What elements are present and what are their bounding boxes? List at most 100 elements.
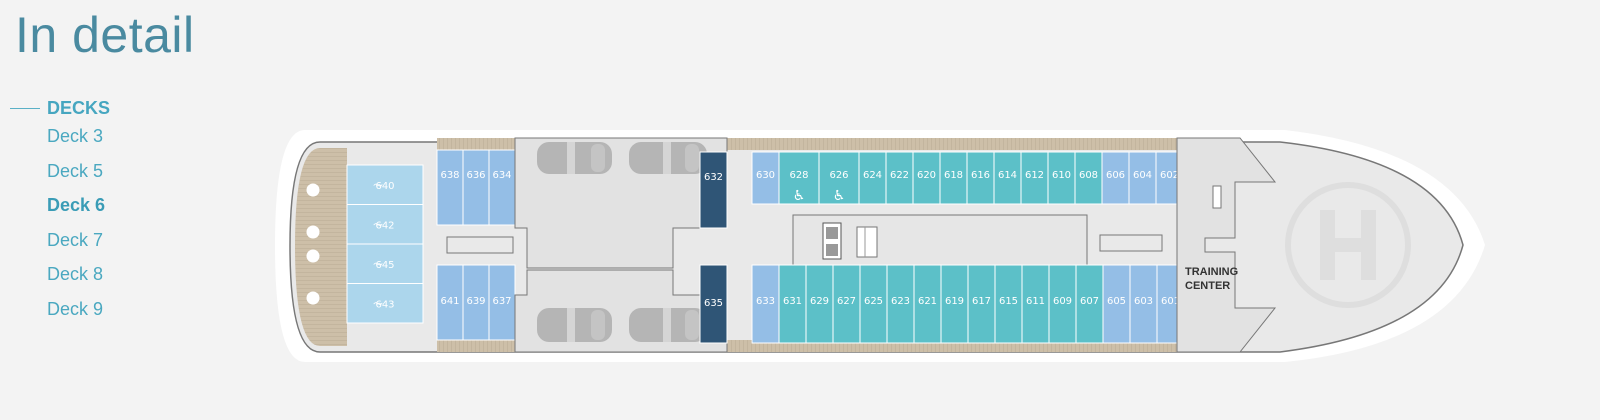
cabin-643[interactable] <box>346 283 424 324</box>
cabin-645-label: 645 <box>375 260 394 271</box>
cabin-609[interactable] <box>1048 264 1077 344</box>
cabin-637-label: 637 <box>492 296 511 307</box>
decks-header: DECKS <box>10 96 110 120</box>
promenade-bottom-aft <box>437 340 515 352</box>
cabin-616-label: 616 <box>971 170 990 181</box>
cabin-636[interactable] <box>462 149 490 226</box>
cabin-625-label: 625 <box>864 296 883 307</box>
cabin-615[interactable] <box>994 264 1023 344</box>
cabin-611-label: 611 <box>1026 296 1045 307</box>
cabin-642[interactable] <box>346 204 424 245</box>
cabin-621[interactable] <box>913 264 942 344</box>
cabin-603-label: 603 <box>1134 296 1153 307</box>
cabin-603[interactable] <box>1129 264 1158 344</box>
training-center-label-2: CENTER <box>1185 280 1230 292</box>
cabin-616[interactable] <box>966 151 995 205</box>
deck-7-link[interactable]: Deck 7 <box>47 229 104 250</box>
cabin-609-label: 609 <box>1053 296 1072 307</box>
wheelchair-icon: ♿ <box>793 188 806 204</box>
cabin-639-label: 639 <box>466 296 485 307</box>
promenade-top-aft <box>437 138 515 150</box>
deck-8-link[interactable]: Deck 8 <box>47 264 104 284</box>
forward-area <box>1176 137 1277 353</box>
page-title: In detail <box>15 7 195 63</box>
cabin-632[interactable] <box>699 151 728 229</box>
cabin-640-label: 640 <box>375 181 394 192</box>
cabin-628-label: 628 <box>789 170 808 181</box>
cabin-634-label: 634 <box>492 170 511 181</box>
aft-bollard-3 <box>306 249 320 263</box>
cabin-622-label: 622 <box>890 170 909 181</box>
cabin-604-label: 604 <box>1133 170 1152 181</box>
cabin-633-label: 633 <box>756 296 775 307</box>
aft-bollard-1 <box>306 183 320 197</box>
cabin-623[interactable] <box>886 264 915 344</box>
tender-vehicle-2 <box>629 142 707 174</box>
cabin-635-label: 635 <box>704 298 723 309</box>
cabin-604[interactable] <box>1128 151 1157 205</box>
cabin-642-label: 642 <box>375 221 394 232</box>
cabin-620-label: 620 <box>917 170 936 181</box>
cabin-630-label: 630 <box>756 170 775 181</box>
aft-corridor-deco <box>446 236 514 254</box>
aft-bollard-4 <box>306 291 320 305</box>
cabin-614[interactable] <box>993 151 1022 205</box>
deck-5-link[interactable]: Deck 5 <box>47 160 104 181</box>
cabin-619-label: 619 <box>945 296 964 307</box>
cabin-638[interactable] <box>436 149 464 226</box>
cabin-619[interactable] <box>940 264 969 344</box>
deck-3-link[interactable]: Deck 3 <box>47 126 104 146</box>
promenade-top <box>727 138 1177 150</box>
cabin-639[interactable] <box>462 264 490 341</box>
cabin-615-label: 615 <box>999 296 1018 307</box>
cabin-631[interactable] <box>778 264 807 344</box>
cabin-641-label: 641 <box>440 296 459 307</box>
cabin-634[interactable] <box>488 149 516 226</box>
cabin-614-label: 614 <box>998 170 1017 181</box>
cabin-635[interactable] <box>699 264 728 344</box>
cabin-618-label: 618 <box>944 170 963 181</box>
cabin-645[interactable] <box>346 243 424 284</box>
cabin-626-label: 626 <box>829 170 848 181</box>
tender-vehicle-3 <box>537 308 612 342</box>
cabin-631-label: 631 <box>783 296 802 307</box>
cabin-628[interactable] <box>778 151 820 205</box>
cabin-601-label: 601 <box>1161 296 1180 307</box>
cabin-629-label: 629 <box>810 296 829 307</box>
header-line <box>10 107 40 109</box>
cabin-618[interactable] <box>939 151 968 205</box>
cabin-612-label: 612 <box>1025 170 1044 181</box>
cabin-626[interactable] <box>818 151 860 205</box>
cabin-610-label: 610 <box>1052 170 1071 181</box>
wheelchair-icon: ♿ <box>833 188 846 204</box>
fwd-corridor-deco <box>1099 234 1163 252</box>
cabin-605[interactable] <box>1102 264 1131 344</box>
cabin-622[interactable] <box>885 151 914 205</box>
cabin-606[interactable] <box>1101 151 1130 205</box>
cabin-643-label: 643 <box>375 300 394 311</box>
cabin-627-label: 627 <box>837 296 856 307</box>
stairs <box>1212 185 1222 209</box>
cabin-602-label: 602 <box>1160 170 1179 181</box>
cabin-621-label: 621 <box>918 296 937 307</box>
jacuzzi-icon: 〜 <box>373 181 383 192</box>
cabin-636-label: 636 <box>466 170 485 181</box>
cabin-640[interactable] <box>346 164 424 205</box>
tender-vehicle-1 <box>537 142 612 174</box>
cabin-637[interactable] <box>488 264 516 341</box>
central-lounge <box>792 214 1088 271</box>
elevator-icon <box>822 222 878 260</box>
cabin-638-label: 638 <box>440 170 459 181</box>
cabin-630[interactable] <box>751 151 780 205</box>
tender-vehicle-4 <box>629 308 707 342</box>
deck-6-link[interactable]: Deck 6 <box>47 195 106 215</box>
cabin-620[interactable] <box>912 151 941 205</box>
cabin-627[interactable] <box>832 264 861 344</box>
cabin-617-label: 617 <box>972 296 991 307</box>
cabin-632-label: 632 <box>704 172 723 183</box>
deck-9-link[interactable]: Deck 9 <box>47 298 104 319</box>
cabin-612[interactable] <box>1020 151 1049 205</box>
cabin-607[interactable] <box>1075 264 1104 344</box>
aft-bollard-2 <box>306 225 320 239</box>
